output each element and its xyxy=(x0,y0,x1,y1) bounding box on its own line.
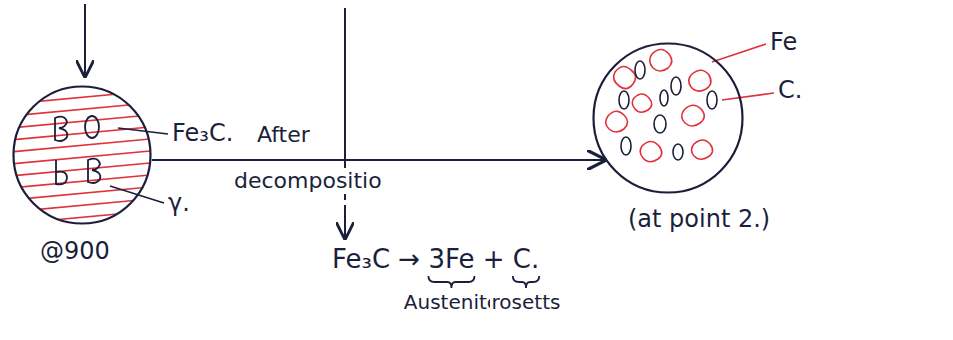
austenite-grains xyxy=(55,116,100,184)
heating-arrow xyxy=(84,4,86,76)
leader-line xyxy=(118,128,168,134)
note-text: rosetts xyxy=(490,290,563,314)
process-arrow xyxy=(152,159,605,161)
cementite-hatching xyxy=(10,78,160,236)
note-text: After xyxy=(255,122,312,148)
phase-label: Fe xyxy=(768,28,799,57)
circle-outline xyxy=(12,85,152,225)
austenite-grains xyxy=(619,61,717,160)
circle-border xyxy=(594,44,743,193)
phase-circle: FeC.(at point 2.) xyxy=(592,42,744,194)
leader-line xyxy=(722,93,774,100)
circle-border xyxy=(14,87,151,224)
phase-label: C. xyxy=(776,76,804,105)
phase-label: Fe₃C. xyxy=(170,119,235,148)
graphite-rosettes xyxy=(606,50,713,162)
phase-label: (at point 2.) xyxy=(626,205,772,234)
phase-label: @900 xyxy=(38,237,112,266)
note-text: Austenite xyxy=(402,290,501,314)
phase-label: γ. xyxy=(166,189,192,218)
brace-group xyxy=(428,276,539,288)
curly-brace xyxy=(428,276,474,288)
reaction-equation: Fe₃C → 3Fe + C. xyxy=(330,244,541,275)
circle-outline xyxy=(592,42,744,194)
result-arrow xyxy=(344,205,346,238)
leader-line xyxy=(712,44,766,62)
phase-circle: Fe₃C.γ.@900 xyxy=(12,85,152,225)
curly-brace xyxy=(513,276,539,288)
note-text: decompositio xyxy=(232,168,384,194)
